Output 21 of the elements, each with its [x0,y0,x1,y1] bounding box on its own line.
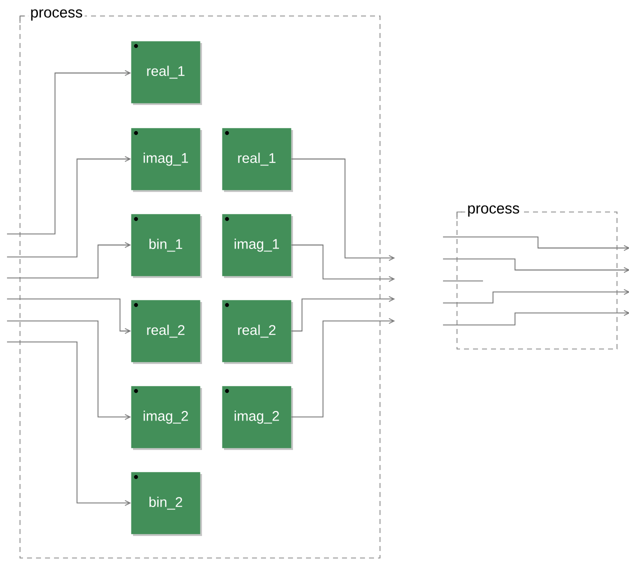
process-block: bin_2 [131,472,202,536]
connector-arrow [290,158,395,261]
connector-arrow [290,318,395,418]
process-block: real_2 [222,300,293,364]
connector-arrow [6,320,131,420]
connector-arrow [6,156,131,258]
process-block: real_1 [222,128,293,192]
process-block: imag_2 [131,386,202,450]
connector-arrow [6,342,131,506]
process-block: imag_2 [222,386,293,450]
process-block: imag_1 [131,128,202,192]
process-block: real_2 [131,300,202,364]
connector-arrow [290,244,395,282]
connector-arrow [6,242,131,278]
connector-arrow [290,296,395,332]
connector-arrow [6,298,131,334]
process-block: real_1 [131,41,202,105]
process-block: imag_1 [222,214,293,278]
connector-arrow [6,70,131,234]
process-block: bin_1 [131,214,202,278]
group-box: process [456,203,618,350]
